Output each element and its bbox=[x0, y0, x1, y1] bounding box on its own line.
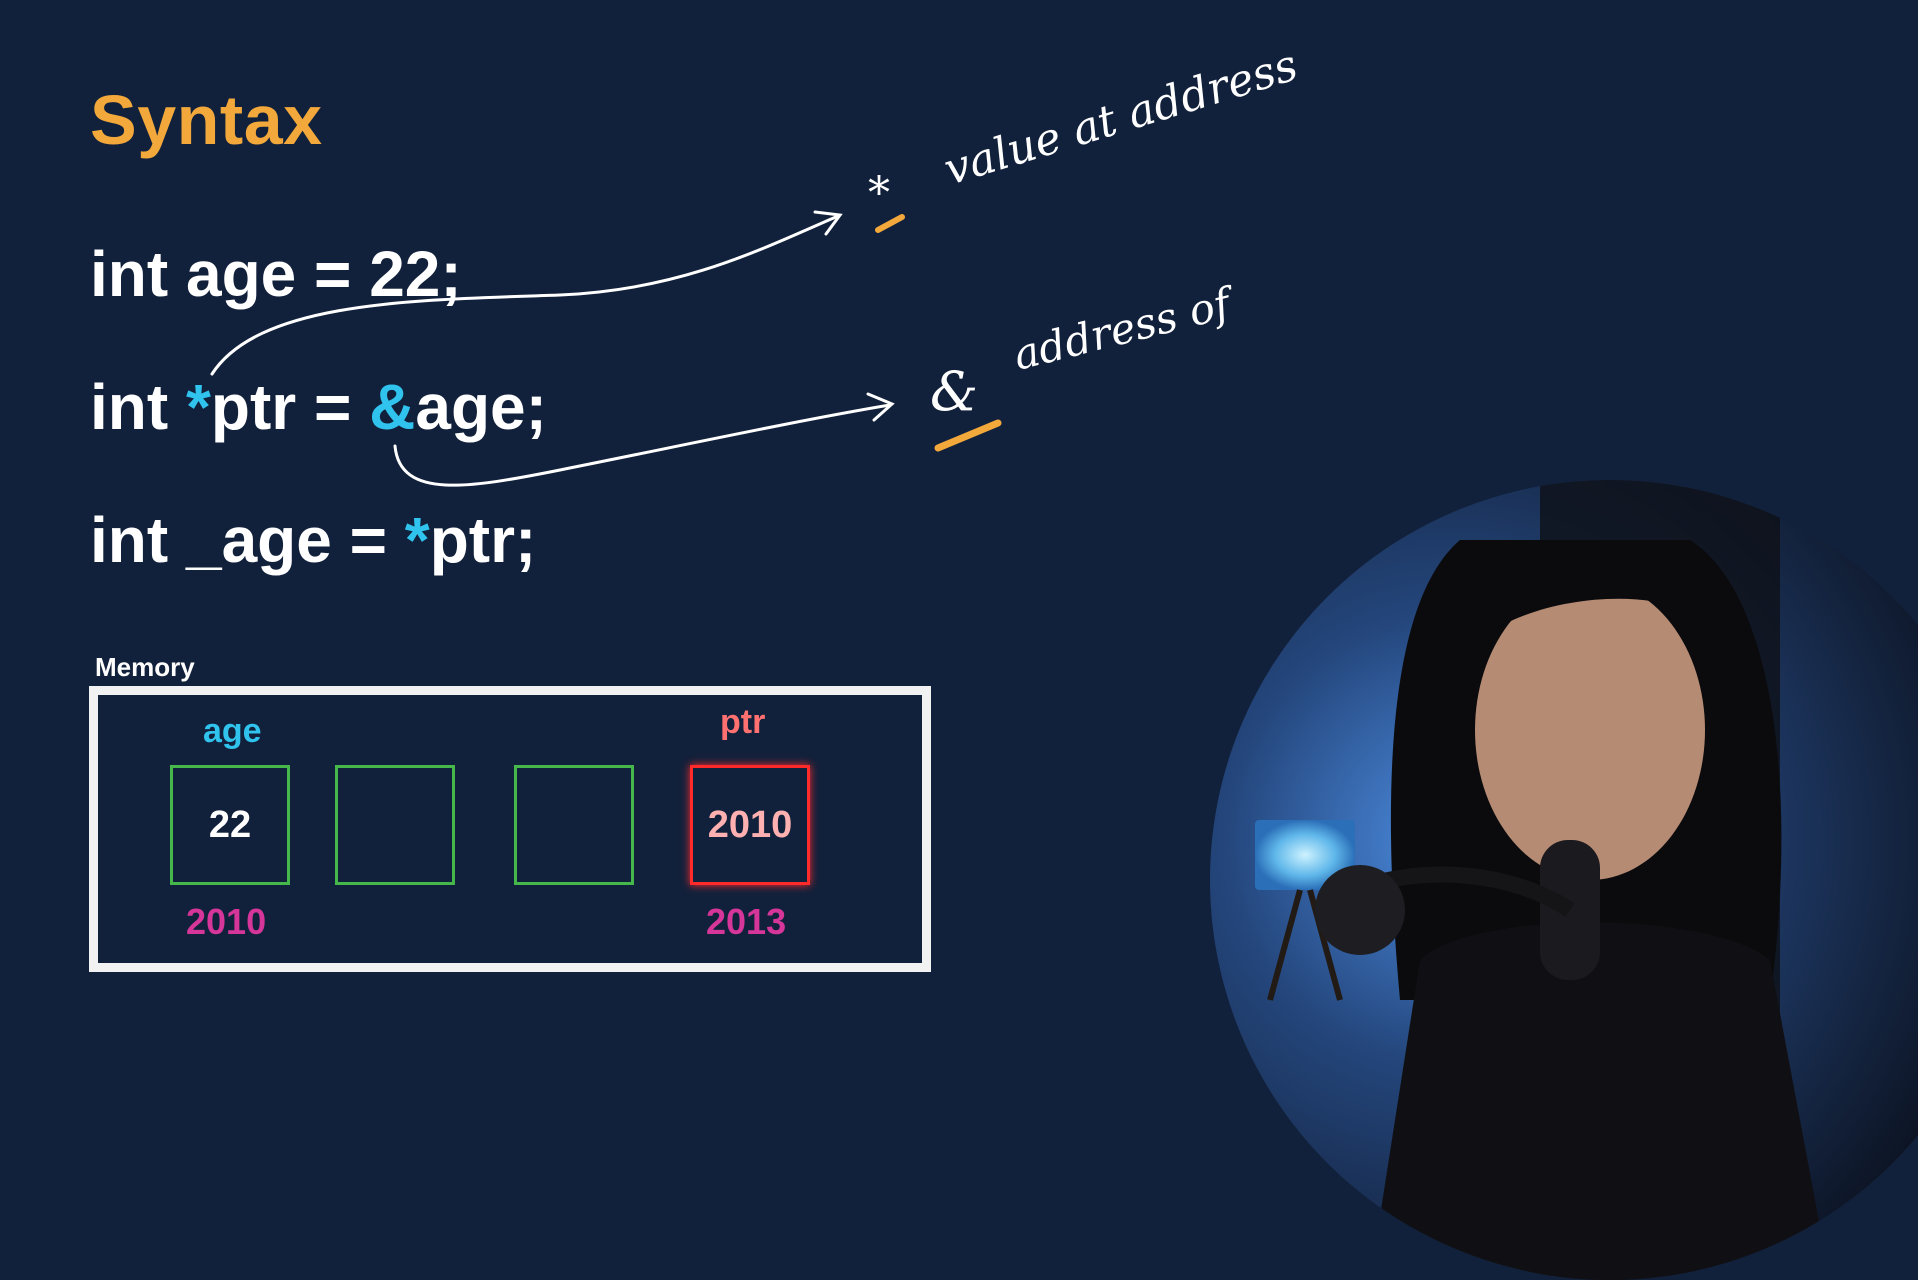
presenter-video-frame bbox=[1210, 480, 1918, 1280]
slide: Syntax int age = 22; int *ptr = &age; in… bbox=[89, 40, 1918, 1280]
presenter-webcam bbox=[1210, 480, 1918, 1280]
memory-cell: 22 bbox=[170, 765, 290, 885]
variable-label-ptr: ptr bbox=[720, 703, 766, 741]
memory-cell-ptr: 2010 bbox=[690, 765, 810, 885]
code-line-pointer-declaration: int *ptr = &age; bbox=[90, 370, 547, 444]
deref-note: value at address bbox=[938, 40, 1303, 196]
addr-note: address of bbox=[1009, 277, 1242, 380]
addr-symbol-annotation: & bbox=[930, 360, 978, 423]
memory-cell bbox=[335, 765, 455, 885]
address-of-operator: & bbox=[369, 371, 416, 443]
code-text: int _age = bbox=[90, 504, 405, 576]
lamp-icon bbox=[1255, 820, 1355, 890]
code-text: ptr = bbox=[210, 371, 370, 443]
arrowhead bbox=[866, 392, 895, 422]
highlight-underline bbox=[875, 214, 905, 233]
code-text: int age = 22; bbox=[90, 238, 462, 310]
highlight-underline bbox=[934, 419, 1002, 452]
variable-label-age: age bbox=[203, 712, 262, 750]
address-label: 2010 bbox=[186, 901, 267, 942]
arrowhead bbox=[813, 210, 843, 236]
code-text: age; bbox=[415, 371, 547, 443]
address-label: 2013 bbox=[706, 901, 787, 942]
deref-symbol-annotation: * bbox=[868, 168, 890, 219]
code-keyword: int bbox=[90, 371, 186, 443]
dereference-operator: * bbox=[185, 371, 211, 443]
code-text: ptr; bbox=[429, 504, 537, 576]
code-line-age-declaration: int age = 22; bbox=[90, 237, 462, 311]
memory-cell bbox=[514, 765, 634, 885]
dereference-operator: * bbox=[404, 504, 430, 576]
memory-diagram: age 22 2010 ptr 2010 2013 bbox=[89, 686, 931, 972]
code-line-dereference: int _age = *ptr; bbox=[90, 503, 536, 577]
slide-title: Syntax bbox=[90, 81, 323, 159]
memory-label: Memory bbox=[95, 652, 195, 682]
